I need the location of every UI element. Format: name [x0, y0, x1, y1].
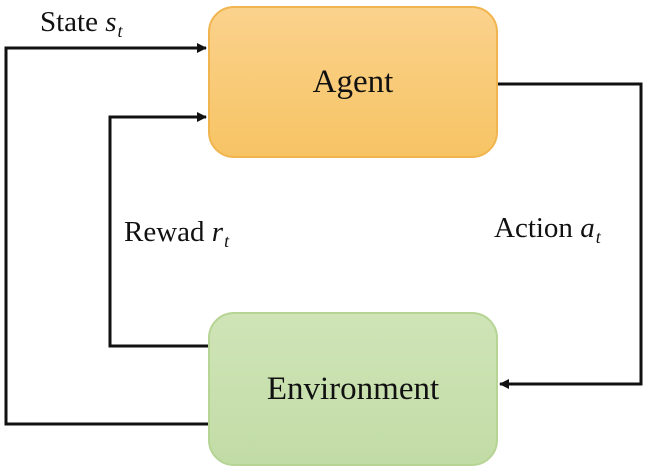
reward-label-sub: t	[224, 231, 230, 251]
reward-label-var: r	[211, 216, 224, 248]
action-label-var: a	[580, 212, 595, 244]
reward-label-text: Rewad	[124, 216, 205, 248]
agent-node: Agent	[208, 6, 498, 158]
reward-arrow	[108, 112, 208, 348]
action-label-text: Action	[494, 212, 573, 244]
environment-label: Environment	[266, 370, 440, 407]
state-label-text: State	[40, 6, 98, 38]
state-label-sub: t	[117, 21, 123, 41]
action-label-sub: t	[595, 227, 601, 247]
reward-label: Rewad rt	[124, 216, 230, 251]
action-label: Action at	[494, 212, 601, 247]
agent-label: Agent	[312, 63, 394, 100]
state-label: State st	[40, 6, 123, 41]
action-arrow	[498, 82, 643, 389]
environment-node: Environment	[208, 312, 498, 466]
state-arrow	[4, 43, 208, 426]
state-label-var: s	[105, 6, 117, 38]
